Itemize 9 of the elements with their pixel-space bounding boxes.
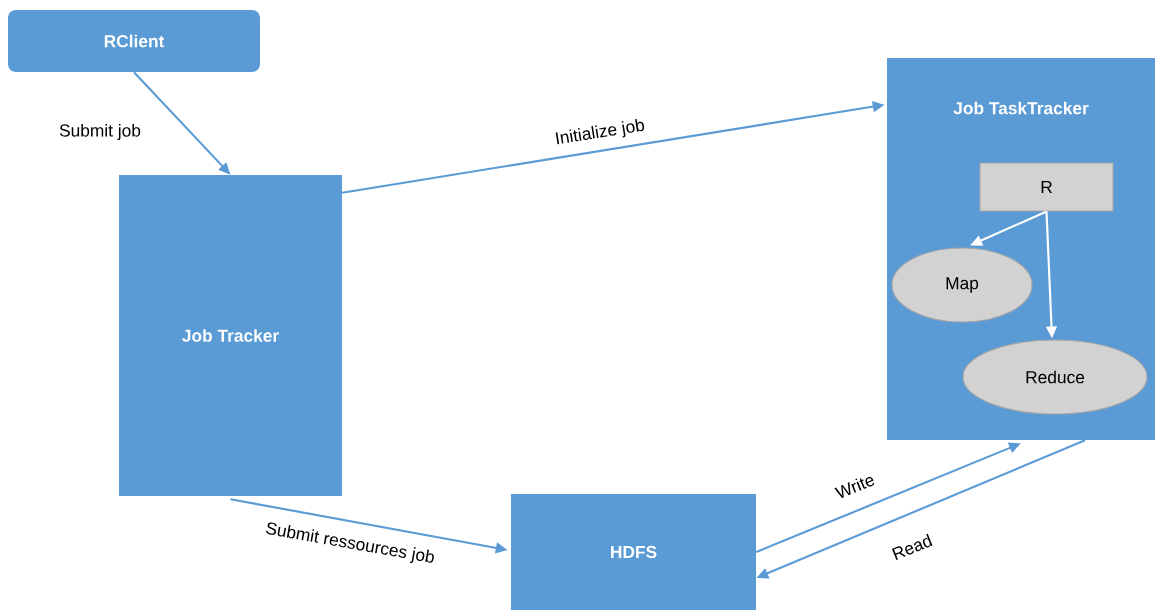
edge-label: Read — [891, 533, 933, 560]
process-box: R — [979, 162, 1114, 212]
edge-label: Submit ressources job — [266, 522, 434, 563]
edge-label: Initialize job — [555, 119, 645, 145]
edge-label: Submit job — [59, 123, 141, 141]
process-box: HDFS — [511, 494, 756, 610]
client-box: RClient — [8, 10, 260, 72]
edge-label: Write — [834, 477, 875, 498]
process-box: Job Tracker — [119, 175, 342, 496]
